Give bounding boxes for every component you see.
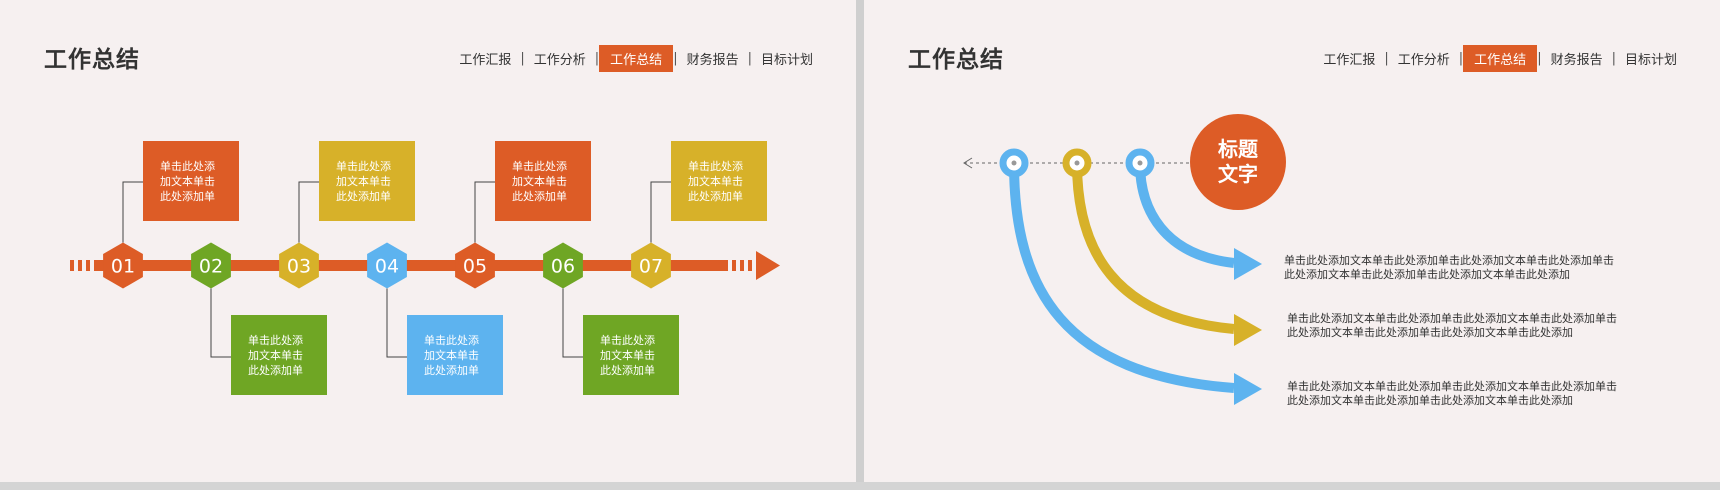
step-text-box: 单击此处添加文本单击此处添加单 (143, 141, 239, 221)
step-text-box: 单击此处添加文本单击此处添加单 (231, 315, 327, 395)
step-number: 07 (639, 256, 663, 278)
nav-item-finance[interactable]: 财务报告 (686, 53, 739, 68)
nav-item-report[interactable]: 工作汇报 (459, 53, 512, 68)
step-text-box: 单击此处添加文本单击此处添加单 (583, 315, 679, 395)
nav-separator: | (1611, 51, 1616, 66)
step-number: 01 (111, 256, 135, 278)
nav-item-summary[interactable]: 工作总结 (599, 45, 674, 72)
timeline-arrowhead (756, 251, 780, 280)
arrowhead-blue-outer (1234, 373, 1262, 405)
nav-item-plan[interactable]: 目标计划 (1624, 53, 1677, 68)
arrow-text-3: 单击此处添加文本单击此处添加单击此处添加文本单击此处添加单击此处添加文本单击此处… (1287, 380, 1617, 407)
step-connector-line (298, 181, 319, 243)
title-circle: 标题文字 (1190, 114, 1286, 210)
arrow-text-2: 单击此处添加文本单击此处添加单击此处添加文本单击此处添加单击此处添加文本单击此处… (1287, 312, 1617, 339)
nav-item-analysis[interactable]: 工作分析 (1397, 53, 1450, 68)
nav-item-analysis[interactable]: 工作分析 (533, 53, 586, 68)
nav-separator: | (1458, 51, 1464, 66)
timeline-dash (70, 260, 74, 271)
curved-arrows-graphic (963, 148, 1262, 405)
nav-item-summary[interactable]: 工作总结 (1463, 45, 1538, 72)
arrowhead-blue-inner (1234, 248, 1262, 280)
step-text: 单击此处添加文本单击此处添加单 (336, 159, 391, 203)
timeline-dash (86, 260, 90, 271)
curve-blue-inner (1135, 162, 1235, 268)
step-number: 02 (199, 256, 223, 278)
timeline-dash (78, 260, 82, 271)
timeline-dash (732, 260, 736, 271)
slide-timeline: 工作总结 工作汇报 | 工作分析 | 工作总结 | 财务报告 | 目标计划 01… (0, 0, 856, 482)
nav-separator: | (673, 51, 678, 66)
step-connector-line (474, 181, 495, 243)
step-text: 单击此处添加文本单击此处添加单 (512, 159, 567, 203)
bottom-bar (0, 482, 1720, 490)
step-text-box: 单击此处添加文本单击此处添加单 (671, 141, 767, 221)
step-connector-line (386, 288, 407, 358)
timeline-graphic: 01 02 03 04 05 06 07 (70, 181, 780, 358)
step-hexagon (279, 242, 319, 289)
left-arrow-icon (963, 157, 973, 169)
step-text-box: 单击此处添加文本单击此处添加单 (319, 141, 415, 221)
title-circle-text: 标题文字 (1218, 137, 1258, 186)
nav-menu: 工作汇报 | 工作分析 | 工作总结 | 财务报告 | 目标计划 (1314, 45, 1686, 72)
step-hexagon (543, 242, 583, 289)
step-text: 单击此处添加文本单击此处添加单 (160, 159, 215, 203)
step-hexagon (191, 242, 231, 289)
curve-yellow (1072, 162, 1235, 334)
step-connector-line (122, 181, 143, 243)
timeline-dash (740, 260, 744, 271)
step-text-box: 单击此处添加文本单击此处添加单 (407, 315, 503, 395)
step-text: 单击此处添加文本单击此处添加单 (424, 333, 479, 377)
nav-item-plan[interactable]: 目标计划 (760, 53, 813, 68)
node-dot (1074, 160, 1080, 166)
step-text: 单击此处添加文本单击此处添加单 (600, 333, 655, 377)
nav-separator: | (747, 51, 752, 66)
step-text-box: 单击此处添加文本单击此处添加单 (495, 141, 591, 221)
nav-item-finance[interactable]: 财务报告 (1550, 53, 1603, 68)
step-hexagon (367, 242, 407, 289)
timeline-dash (748, 260, 752, 271)
arrowhead-yellow (1234, 314, 1262, 346)
step-text: 单击此处添加文本单击此处添加单 (688, 159, 743, 203)
step-connector-line (562, 288, 583, 358)
step-hexagon (631, 242, 671, 289)
step-number: 04 (375, 256, 399, 278)
node-dot (1011, 160, 1017, 166)
node-dot (1137, 160, 1143, 166)
nav-menu: 工作汇报 | 工作分析 | 工作总结 | 财务报告 | 目标计划 (450, 45, 822, 72)
curve-blue-outer (1009, 162, 1235, 393)
step-text: 单击此处添加文本单击此处添加单 (248, 333, 303, 377)
nav-item-report[interactable]: 工作汇报 (1323, 53, 1376, 68)
timeline-bar (94, 260, 728, 271)
slide-title: 工作总结 (908, 46, 1004, 73)
arrow-text-1: 单击此处添加文本单击此处添加单击此处添加文本单击此处添加单击此处添加文本单击此处… (1284, 254, 1614, 281)
step-connector-line (650, 181, 671, 243)
nav-separator: | (594, 51, 600, 66)
step-number: 05 (463, 256, 487, 278)
step-hexagon (455, 242, 495, 289)
nav-separator: | (1537, 51, 1542, 66)
nav-separator: | (1384, 51, 1389, 66)
step-number: 03 (287, 256, 311, 278)
slide-title: 工作总结 (44, 46, 140, 73)
slide-arrows: 工作总结 工作汇报 | 工作分析 | 工作总结 | 财务报告 | 目标计划 标题… (864, 0, 1720, 482)
step-hexagon (103, 242, 143, 289)
step-number: 06 (551, 256, 575, 278)
step-connector-line (210, 288, 231, 358)
nav-separator: | (520, 51, 525, 66)
